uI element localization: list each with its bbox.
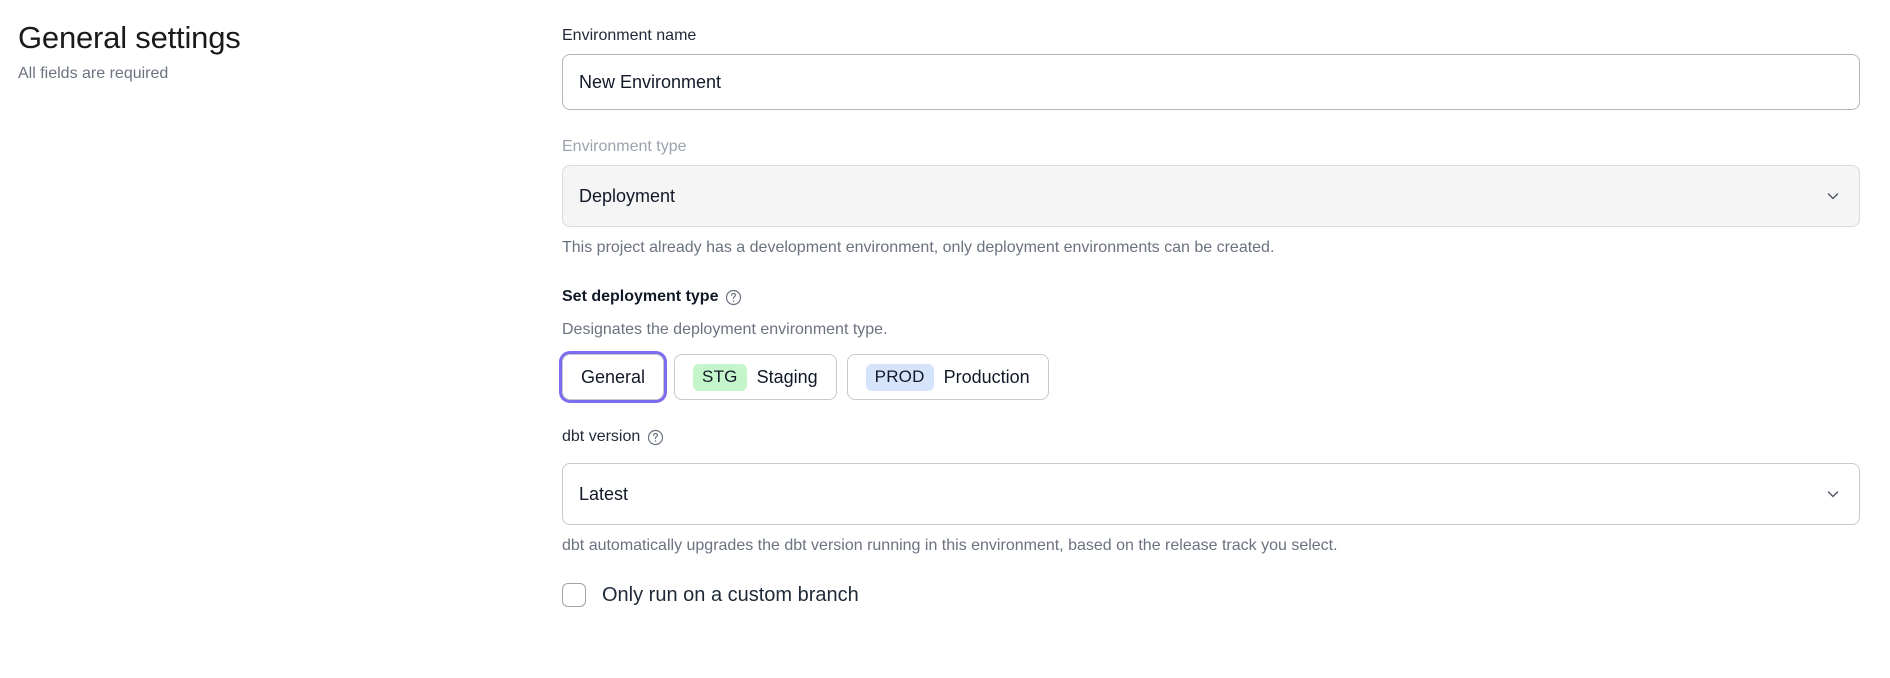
settings-header: General settings All fields are required (18, 18, 518, 86)
deployment-type-option-production-label: Production (943, 366, 1030, 387)
chevron-down-icon (1825, 486, 1841, 502)
deployment-type-option-general[interactable]: General (562, 354, 665, 400)
environment-name-label: Environment name (562, 27, 697, 44)
chevron-down-icon (1825, 188, 1841, 204)
staging-badge: STG (693, 363, 747, 391)
deployment-type-option-general-label: General (581, 366, 646, 387)
deployment-type-option-staging-label: Staging (756, 366, 818, 387)
deployment-type-label-row: Set deployment type (562, 285, 1860, 309)
production-badge: PROD (865, 363, 934, 391)
dbt-version-label-row: dbt version (562, 425, 1860, 449)
custom-branch-checkbox[interactable] (562, 583, 586, 607)
page-title: General settings (18, 20, 241, 55)
deployment-type-label: Set deployment type (562, 288, 719, 305)
question-circle-icon[interactable] (725, 289, 742, 306)
deployment-type-description: Designates the deployment environment ty… (562, 321, 888, 338)
dbt-version-field: dbt version Latest dbt aut (562, 425, 1860, 558)
question-circle-icon[interactable] (647, 429, 664, 446)
custom-branch-label[interactable]: Only run on a custom branch (602, 584, 859, 606)
deployment-type-options: General STG Staging PROD Production (562, 354, 1860, 400)
environment-type-helper-text: This project already has a development e… (562, 239, 1275, 256)
dbt-version-value: Latest (579, 484, 629, 504)
environment-type-select[interactable]: Deployment (562, 165, 1860, 227)
environment-type-field: Environment type Deployment This project… (562, 135, 1860, 260)
deployment-type-field: Set deployment type Designates the deplo… (562, 285, 1860, 400)
environment-name-input[interactable] (562, 54, 1860, 110)
deployment-type-option-production[interactable]: PROD Production (846, 354, 1049, 400)
environment-type-value: Deployment (579, 186, 676, 206)
page-subtitle: All fields are required (18, 65, 169, 82)
dbt-version-select[interactable]: Latest (562, 463, 1860, 525)
dbt-version-label: dbt version (562, 428, 641, 445)
settings-form: Environment name Environment type Deploy… (562, 24, 1860, 608)
dbt-version-helper-text: dbt automatically upgrades the dbt versi… (562, 537, 1338, 554)
deployment-type-option-staging[interactable]: STG Staging (674, 354, 837, 400)
environment-name-field: Environment name (562, 24, 1860, 110)
environment-type-label: Environment type (562, 138, 687, 155)
custom-branch-row: Only run on a custom branch (562, 582, 1860, 608)
